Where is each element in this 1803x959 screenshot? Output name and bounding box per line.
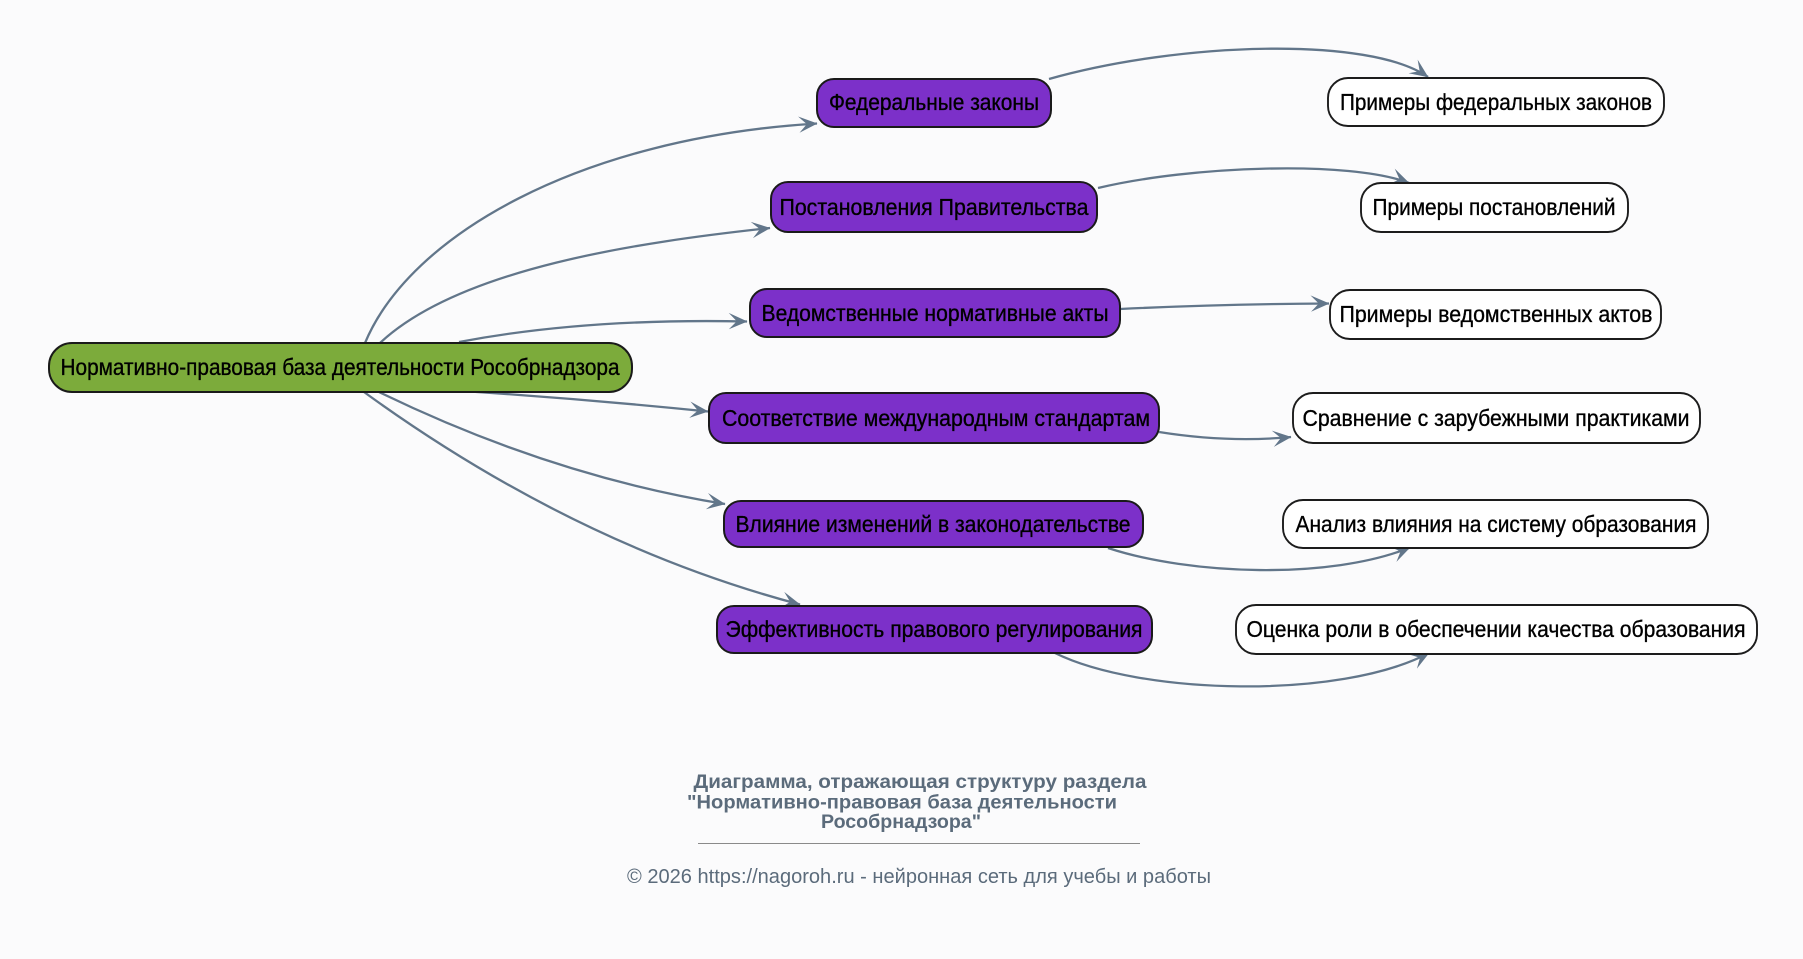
svg-text:Анализ влияния на систему обра: Анализ влияния на систему образования bbox=[1296, 511, 1697, 537]
svg-text:Эффективность правового регули: Эффективность правового регулирования bbox=[726, 616, 1143, 642]
svg-text:Диаграмма, отражающая структур: Диаграмма, отражающая структуру раздела bbox=[694, 772, 1147, 793]
svg-text:Соответствие международным ста: Соответствие международным стандартам bbox=[722, 405, 1150, 431]
svg-text:Примеры постановлений: Примеры постановлений bbox=[1373, 194, 1616, 220]
svg-text:Примеры ведомственных актов: Примеры ведомственных актов bbox=[1340, 301, 1653, 327]
svg-text:© 2026 https://nagoroh.ru - не: © 2026 https://nagoroh.ru - нейронная се… bbox=[627, 866, 1211, 888]
svg-text:Федеральные законы: Федеральные законы bbox=[829, 89, 1039, 115]
svg-text:Ведомственные нормативные акты: Ведомственные нормативные акты bbox=[762, 300, 1109, 326]
svg-text:Нормативно-правовая база деяте: Нормативно-правовая база деятельности Ро… bbox=[61, 354, 621, 380]
svg-text:Оценка роли в обеспечении каче: Оценка роли в обеспечении качества образ… bbox=[1247, 616, 1746, 642]
svg-text:Сравнение с зарубежными практи: Сравнение с зарубежными практиками bbox=[1303, 405, 1690, 431]
svg-text:Рособрнадзора": Рособрнадзора" bbox=[821, 812, 981, 833]
svg-text:Влияние изменений в законодате: Влияние изменений в законодательстве bbox=[736, 511, 1131, 537]
svg-text:Постановления Правительства: Постановления Правительства bbox=[780, 194, 1090, 220]
svg-text:Примеры федеральных законов: Примеры федеральных законов bbox=[1340, 89, 1652, 115]
svg-text:"Нормативно-правовая база деят: "Нормативно-правовая база деятельности bbox=[687, 793, 1117, 814]
